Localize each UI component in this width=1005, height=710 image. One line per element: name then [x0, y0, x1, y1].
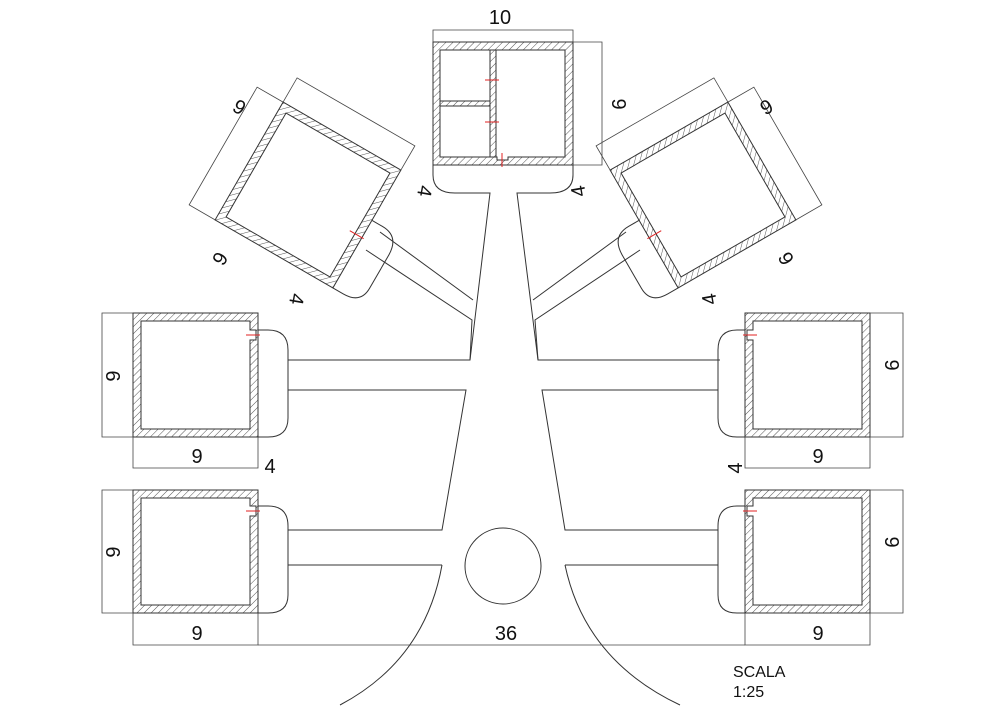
middle-right-corridor	[538, 359, 718, 566]
upper-left-connector	[365, 249, 473, 361]
upper-right-gap-label: 4	[567, 184, 591, 199]
middle-right-room	[538, 312, 904, 566]
top-room	[300, 29, 720, 361]
upper-left-room-bay	[332, 219, 394, 299]
upper-right-depth-label: 9	[773, 249, 798, 270]
middle-left-room-walls	[132, 312, 259, 438]
bottom-left-curve	[339, 564, 443, 706]
middle-right-depth-label: 9	[880, 359, 902, 370]
middle-right-room-walls	[744, 312, 871, 438]
lower-right-bay	[717, 505, 745, 614]
upper-right-connector-inner	[532, 231, 627, 301]
top-room-partition-vertical	[489, 49, 497, 158]
lower-left-depth-dimension	[101, 489, 133, 614]
top-room-partition-horizontal	[439, 100, 491, 107]
middle-left-width-dimension	[132, 437, 259, 469]
top-depth-dimension	[573, 41, 603, 166]
middle-left-depth-dimension	[101, 312, 133, 438]
lower-left-room	[101, 489, 289, 646]
middle-left-bay	[258, 329, 289, 438]
middle-left-width-label: 9	[191, 446, 202, 468]
upper-left-width-label: 9	[229, 95, 250, 120]
upper-right-depth-dimension	[727, 86, 823, 221]
middle-right-depth-dimension	[870, 312, 904, 438]
upper-left-room	[188, 77, 416, 299]
middle-right-bay	[717, 329, 745, 438]
upper-right-connector	[534, 249, 641, 361]
upper-left-room-walls	[214, 101, 402, 289]
top-connector-right	[516, 165, 720, 361]
upper-left-depth-label: 9	[208, 249, 233, 270]
upper-right-room-walls	[609, 101, 797, 289]
scale-label: SCALA	[733, 664, 786, 681]
door-mark	[349, 230, 364, 240]
upper-right-room-bay	[617, 219, 679, 299]
lower-right-depth-dimension	[870, 489, 904, 614]
total-width-label: 36	[495, 623, 517, 645]
upper-right-room	[595, 77, 823, 299]
upper-right-width-dimension	[595, 77, 729, 171]
lower-right-depth-label: 9	[880, 536, 902, 547]
lower-right-width-label: 9	[812, 623, 823, 645]
top-width-dimension	[432, 29, 574, 42]
middle-left-corridor	[288, 359, 470, 566]
upper-left-width-dimension	[282, 77, 416, 171]
upper-right-width-label: 9	[757, 95, 778, 120]
lower-right-room	[717, 489, 904, 646]
top-connector	[300, 165, 491, 361]
central-circle	[464, 527, 542, 605]
top-width-label: 10	[489, 7, 511, 29]
lower-right-width-dimension	[744, 613, 871, 646]
lower-left-room-walls	[132, 489, 259, 614]
bottom-right-curve	[564, 564, 681, 706]
upper-right-gap2-label: 4	[698, 292, 722, 307]
middle-left-gap-label: 4	[264, 456, 275, 478]
middle-right-width-dimension	[744, 437, 871, 469]
upper-left-depth-dimension	[188, 86, 284, 221]
middle-right-width-label: 9	[812, 446, 823, 468]
middle-left-depth-label: 9	[103, 370, 125, 381]
lower-left-width-label: 9	[191, 623, 202, 645]
upper-left-gap2-label: 4	[284, 292, 308, 307]
middle-left-room	[101, 312, 470, 566]
upper-left-connector-inner	[379, 231, 474, 301]
top-depth-label: 9	[607, 98, 629, 109]
lower-left-width-dimension	[132, 613, 259, 646]
door-mark	[647, 230, 662, 240]
upper-left-gap-label: 4	[412, 184, 436, 199]
lower-left-bay	[258, 505, 289, 614]
scale-value: 1:25	[733, 684, 764, 701]
middle-right-gap-label: 4	[725, 462, 747, 473]
lower-right-room-walls	[744, 489, 871, 614]
lower-left-depth-label: 9	[103, 546, 125, 557]
